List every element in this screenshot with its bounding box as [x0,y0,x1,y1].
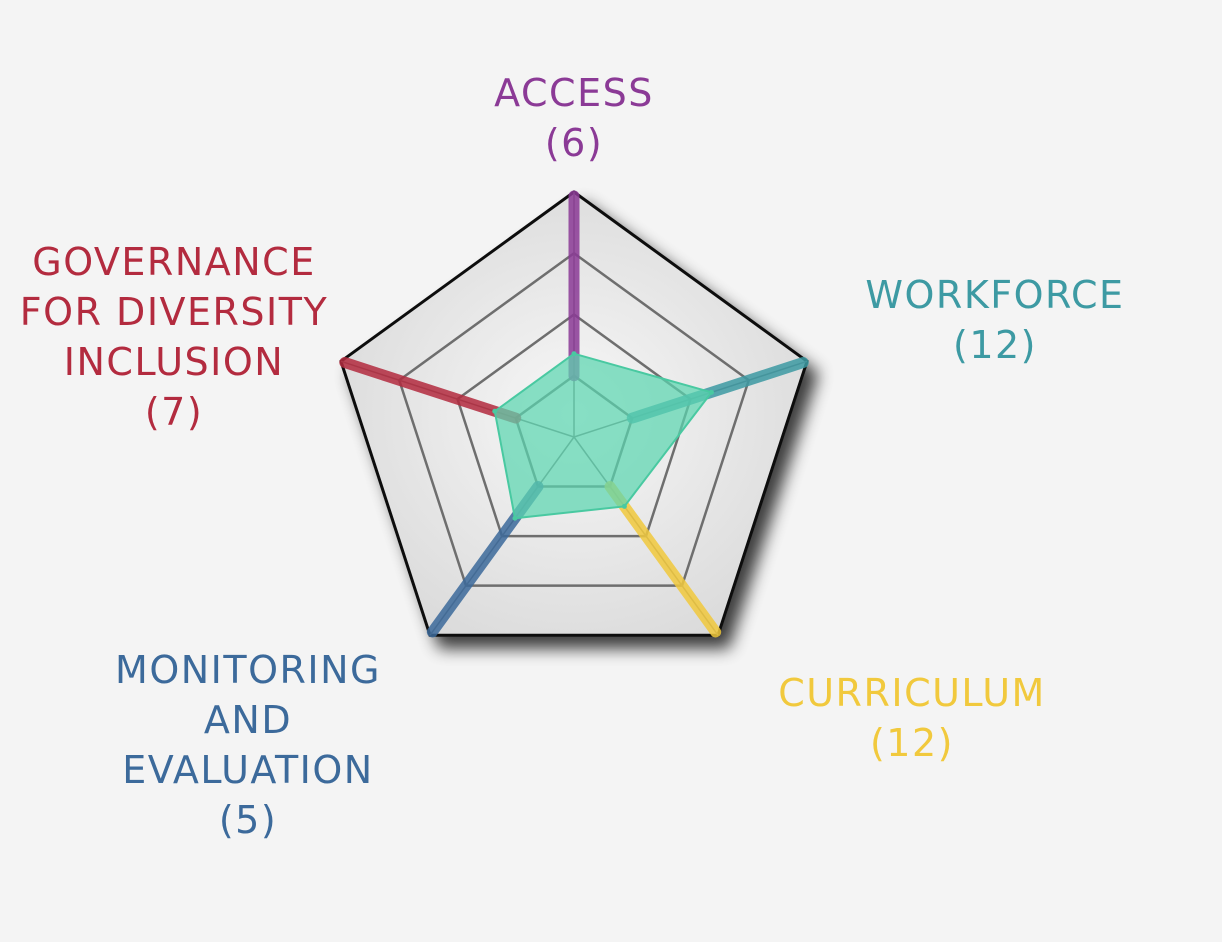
axis-count-access: (6) [544,121,604,165]
axis-label-monitoring-line-1: MONITORING [115,648,381,692]
axis-label-monitoring-line-2: AND [203,698,293,742]
axis-label-workforce-line: WORKFORCE [865,273,1125,317]
axis-count-workforce: (12) [952,323,1038,367]
axis-label-governance: GOVERNANCE FOR DIVERSITY INCLUSION (7) [20,237,328,437]
axis-bar-governance [339,357,522,424]
axis-label-workforce: WORKFORCE (12) [865,270,1124,370]
axis-bar-curriculum [604,481,722,638]
axis-label-governance-line-1: GOVERNANCE [32,240,316,284]
data-point-governance [492,408,498,414]
axis-label-access-line: ACCESS [494,71,654,115]
data-point-workforce [708,389,714,395]
radar-grid-ring [397,251,751,587]
data-point-access [571,351,577,357]
axis-count-governance: (7) [144,390,204,434]
data-area-series-0 [493,352,713,520]
data-point-monitoring [512,515,518,521]
axis-label-monitoring: MONITORING AND EVALUATION (5) [115,645,381,845]
axis-label-curriculum-line: CURRICULUM [778,671,1046,715]
axis-label-governance-line-3: INCLUSION [63,340,285,384]
data-point-curriculum [621,503,627,509]
axis-label-access: ACCESS (6) [494,68,654,168]
axis-label-curriculum: CURRICULUM (12) [778,668,1046,768]
axis-count-curriculum: (12) [869,721,954,765]
axis-label-governance-line-2: FOR DIVERSITY [19,290,329,334]
axis-label-monitoring-line-3: EVALUATION [122,748,374,792]
axis-count-monitoring: (5) [218,798,278,842]
